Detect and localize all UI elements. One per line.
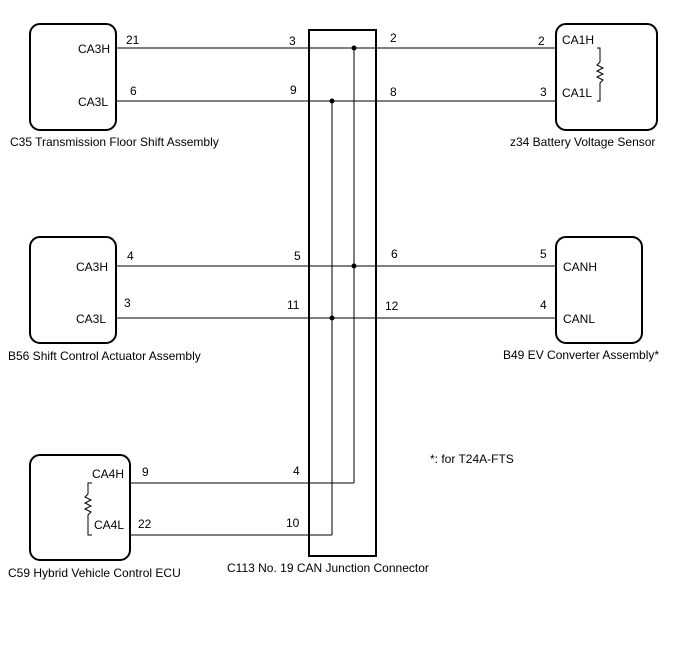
pin-number: 5	[540, 247, 547, 261]
pin-number: 4	[127, 249, 134, 263]
b56-pin-low-label: CA3L	[76, 312, 106, 326]
junction-dot	[329, 98, 335, 104]
b56-box	[29, 236, 117, 344]
b49-box	[555, 236, 643, 344]
junction-dot	[329, 315, 335, 321]
z34-box	[555, 23, 658, 131]
pin-number: 22	[138, 517, 152, 531]
pin-number: 5	[294, 249, 301, 263]
pin-number: 12	[385, 299, 399, 313]
pin-number: 11	[287, 298, 300, 312]
z34-label: z34 Battery Voltage Sensor	[510, 135, 655, 149]
c35-pin-high-label: CA3H	[78, 42, 110, 56]
c59-resistor-icon	[83, 482, 93, 536]
junction-dot	[351, 45, 357, 51]
pin-number: 2	[390, 31, 397, 45]
c59-pin-low-label: CA4L	[94, 518, 124, 532]
b49-pin-high-label: CANH	[563, 260, 597, 274]
b49-pin-low-label: CANL	[563, 312, 595, 326]
pin-number: 6	[130, 84, 137, 98]
pin-number: 9	[142, 465, 149, 479]
c59-label: C59 Hybrid Vehicle Control ECU	[8, 566, 181, 580]
z34-pin-low-label: CA1L	[562, 86, 592, 100]
pin-number: 3	[540, 85, 547, 99]
c113-label: C113 No. 19 CAN Junction Connector	[227, 561, 429, 575]
pin-number: 3	[124, 296, 131, 310]
pin-number: 8	[390, 85, 397, 99]
z34-resistor-icon	[595, 47, 605, 102]
c35-label: C35 Transmission Floor Shift Assembly	[10, 135, 219, 149]
c35-pin-low-label: CA3L	[78, 95, 108, 109]
c59-box	[29, 454, 131, 561]
pin-number: 2	[538, 34, 545, 48]
b56-pin-high-label: CA3H	[76, 260, 108, 274]
z34-pin-high-label: CA1H	[562, 33, 594, 47]
pin-number: 6	[391, 247, 398, 261]
c113-box	[308, 29, 377, 557]
junction-dot	[351, 263, 357, 269]
pin-number: 10	[286, 516, 300, 530]
pin-number: 21	[126, 33, 140, 47]
footnote: *: for T24A-FTS	[430, 452, 514, 466]
b56-label: B56 Shift Control Actuator Assembly	[8, 349, 201, 363]
pin-number: 9	[290, 83, 297, 97]
pin-number: 3	[289, 34, 296, 48]
pin-number: 4	[293, 464, 300, 478]
c59-pin-high-label: CA4H	[92, 467, 124, 481]
c35-box	[29, 23, 117, 131]
b49-label: B49 EV Converter Assembly*	[503, 348, 659, 362]
pin-number: 4	[540, 298, 547, 312]
